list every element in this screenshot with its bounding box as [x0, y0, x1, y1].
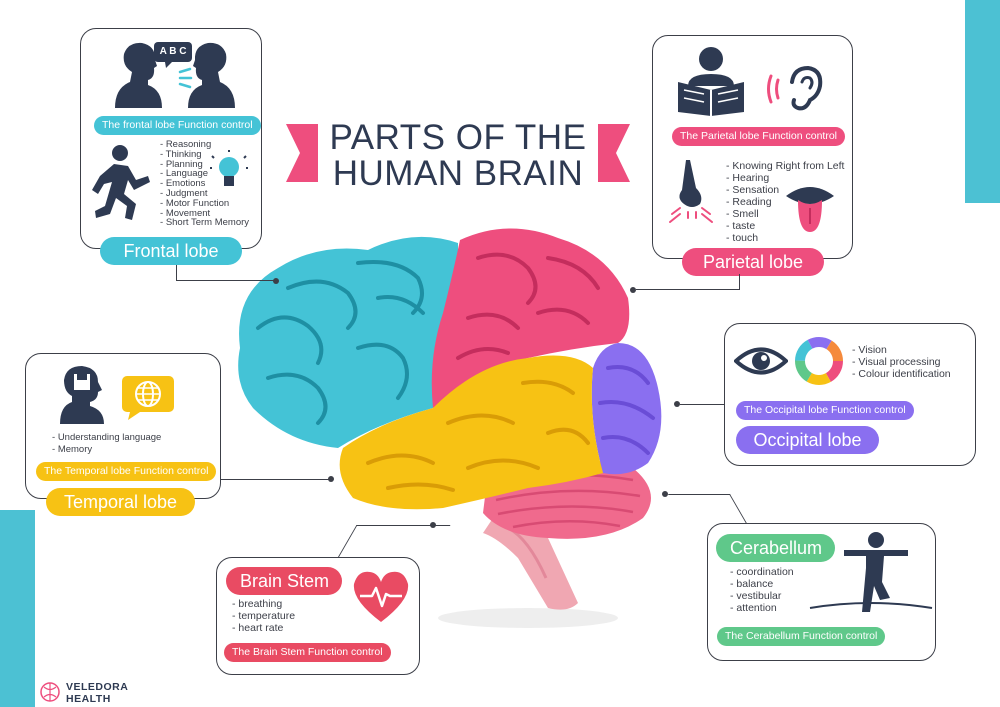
list-item: Smell — [726, 208, 844, 220]
cerebellum-label: Cerabellum — [716, 534, 835, 562]
list-item: Thinking — [160, 149, 249, 160]
brainstem-function-label: The Brain Stem Function control — [224, 643, 391, 662]
frontal-leader-line — [176, 265, 276, 281]
cerebellum-leader-line — [668, 494, 748, 524]
list-item: temperature — [232, 610, 295, 622]
list-item: balance — [730, 578, 794, 590]
title-banner: PARTS OF THE HUMAN BRAIN — [286, 112, 630, 194]
brand-logo-icon — [40, 682, 60, 702]
list-item: vestibular — [730, 590, 794, 602]
talking-heads-icon — [115, 42, 235, 108]
parietal-functions-list: Knowing Right from Left Hearing Sensatio… — [726, 160, 844, 244]
page-title: PARTS OF THE HUMAN BRAIN — [326, 120, 590, 192]
running-person-icon — [92, 145, 150, 220]
list-item: coordination — [730, 566, 793, 578]
parietal-function-label: The Parietal lobe Function control — [672, 127, 846, 146]
brain-stem-label: Brain Stem — [226, 567, 342, 595]
list-item: taste — [726, 220, 844, 232]
list-item: Emotions — [160, 179, 249, 189]
brand-name: VELEDORA HEALTH — [66, 681, 128, 705]
cerebellum-functions-list: coordination balance vestibular attentio… — [730, 566, 794, 614]
color-wheel-icon — [795, 337, 843, 385]
brand-line-1: VELEDORA — [66, 681, 129, 693]
cerebellum-leader-dot — [662, 491, 668, 497]
decorative-bar-top-right — [965, 0, 1000, 203]
ear-icon — [767, 66, 823, 111]
frontal-function-label: The frontal lobe Function control — [94, 116, 261, 135]
balancing-person-icon — [809, 532, 933, 612]
title-line-2: HUMAN BRAIN — [332, 154, 584, 193]
parietal-leader-dot — [630, 287, 636, 293]
list-item: Reading — [726, 196, 844, 208]
head-memory-icon — [60, 366, 104, 424]
reading-person-icon — [678, 47, 744, 116]
list-item: touch — [726, 232, 844, 244]
list-item: attention — [730, 602, 794, 614]
decorative-bar-bottom-left — [0, 510, 35, 707]
list-item: Motor Function — [160, 198, 249, 209]
frontal-leader-dot — [273, 278, 279, 284]
list-item: Memory — [52, 444, 161, 456]
brainstem-leader-dot — [430, 522, 436, 528]
temporal-lobe-label: Temporal lobe — [46, 488, 195, 516]
temporal-functions-list: Understanding language Memory — [52, 432, 162, 456]
mouth-tongue-icon — [786, 187, 834, 232]
list-item: Hearing — [726, 172, 844, 184]
frontal-functions-list: Reasoning Thinking Planning Language Emo… — [160, 140, 249, 228]
occipital-function-label: The Occipital lobe Function control — [736, 401, 914, 420]
list-item: Movement — [160, 208, 249, 219]
globe-speech-icon — [122, 376, 174, 420]
frontal-lobe-label: Frontal lobe — [100, 237, 242, 265]
list-item: Colour identification — [852, 368, 950, 380]
list-item: Understanding language — [52, 432, 162, 444]
list-item: Language — [160, 169, 249, 179]
list-item: Vision — [852, 344, 951, 356]
temporal-leader-line — [221, 479, 329, 480]
eye-icon — [734, 347, 788, 375]
brand-line-2: HEALTH — [66, 693, 111, 705]
brainstem-leader-line — [338, 525, 451, 557]
heart-pulse-icon — [353, 571, 409, 622]
brainstem-functions-list: breathing temperature heart rate — [232, 598, 295, 634]
speech-bubble-text: A B C — [159, 46, 187, 57]
cerebellum-function-label: The Cerabellum Function control — [717, 627, 886, 646]
light-bulb-icon — [210, 150, 248, 186]
brain-illustration — [238, 228, 662, 628]
nose-icon — [669, 160, 713, 223]
temporal-leader-dot — [328, 476, 334, 482]
title-ribbon — [286, 124, 630, 182]
list-item: breathing — [232, 598, 295, 610]
parietal-leader-line — [636, 274, 740, 290]
list-item: Visual processing — [852, 356, 951, 368]
occipital-lobe-label: Occipital lobe — [736, 426, 879, 454]
list-item: heart rate — [232, 622, 295, 634]
list-item: Knowing Right from Left — [726, 160, 844, 172]
list-item: Planning — [160, 159, 249, 170]
occipital-leader-line — [680, 404, 724, 405]
list-item: Short Term Memory — [160, 218, 249, 228]
title-line-1: PARTS OF THE — [329, 118, 587, 157]
parietal-lobe-label: Parietal lobe — [682, 248, 824, 276]
occipital-leader-dot — [674, 401, 680, 407]
brand-logo: VELEDORA HEALTH — [38, 681, 128, 707]
occipital-functions-list: Vision Visual processing Colour identifi… — [852, 344, 951, 380]
temporal-function-label: The Temporal lobe Function control — [36, 462, 217, 481]
list-item: Judgment — [160, 189, 249, 199]
list-item: Sensation — [726, 184, 844, 196]
list-item: Reasoning — [160, 140, 249, 150]
